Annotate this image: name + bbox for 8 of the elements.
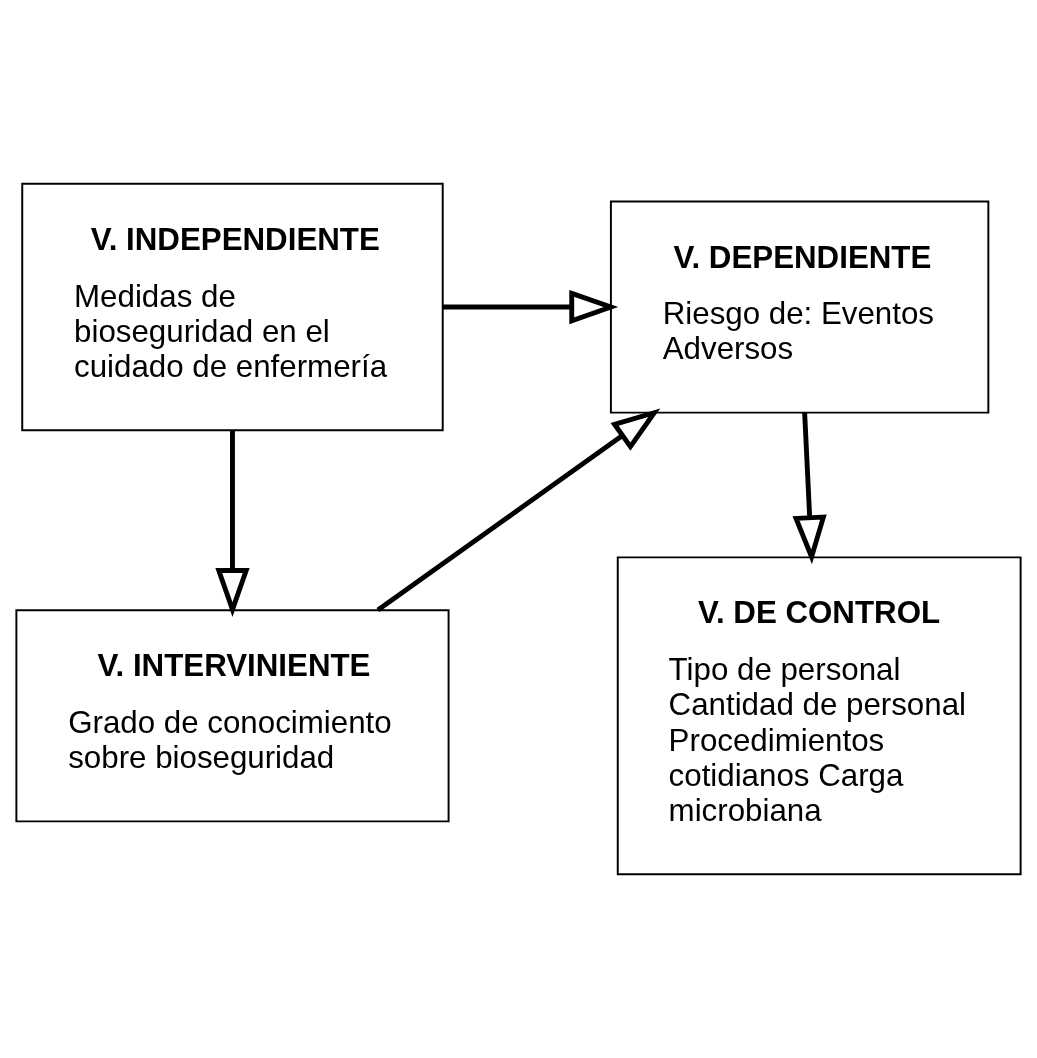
node-box: V. INTERVINIENTE Grado de conocimiento sobre bioseguridad xyxy=(15,609,450,823)
arrow xyxy=(442,289,619,325)
arrow xyxy=(792,412,827,565)
arrow xyxy=(376,408,661,612)
node-box: V. INDEPENDIENTE Medidas de bioseguridad en el cuidado de enfermería xyxy=(21,182,444,432)
node-box: V. DEPENDIENTE Riesgo de: Eventos Adversos xyxy=(609,200,990,414)
arrow xyxy=(215,430,250,617)
node-box: V. DE CONTROL Tipo de personal Cantidad de personal Procedimientos cotidianos Carga microbiana xyxy=(616,556,1022,876)
